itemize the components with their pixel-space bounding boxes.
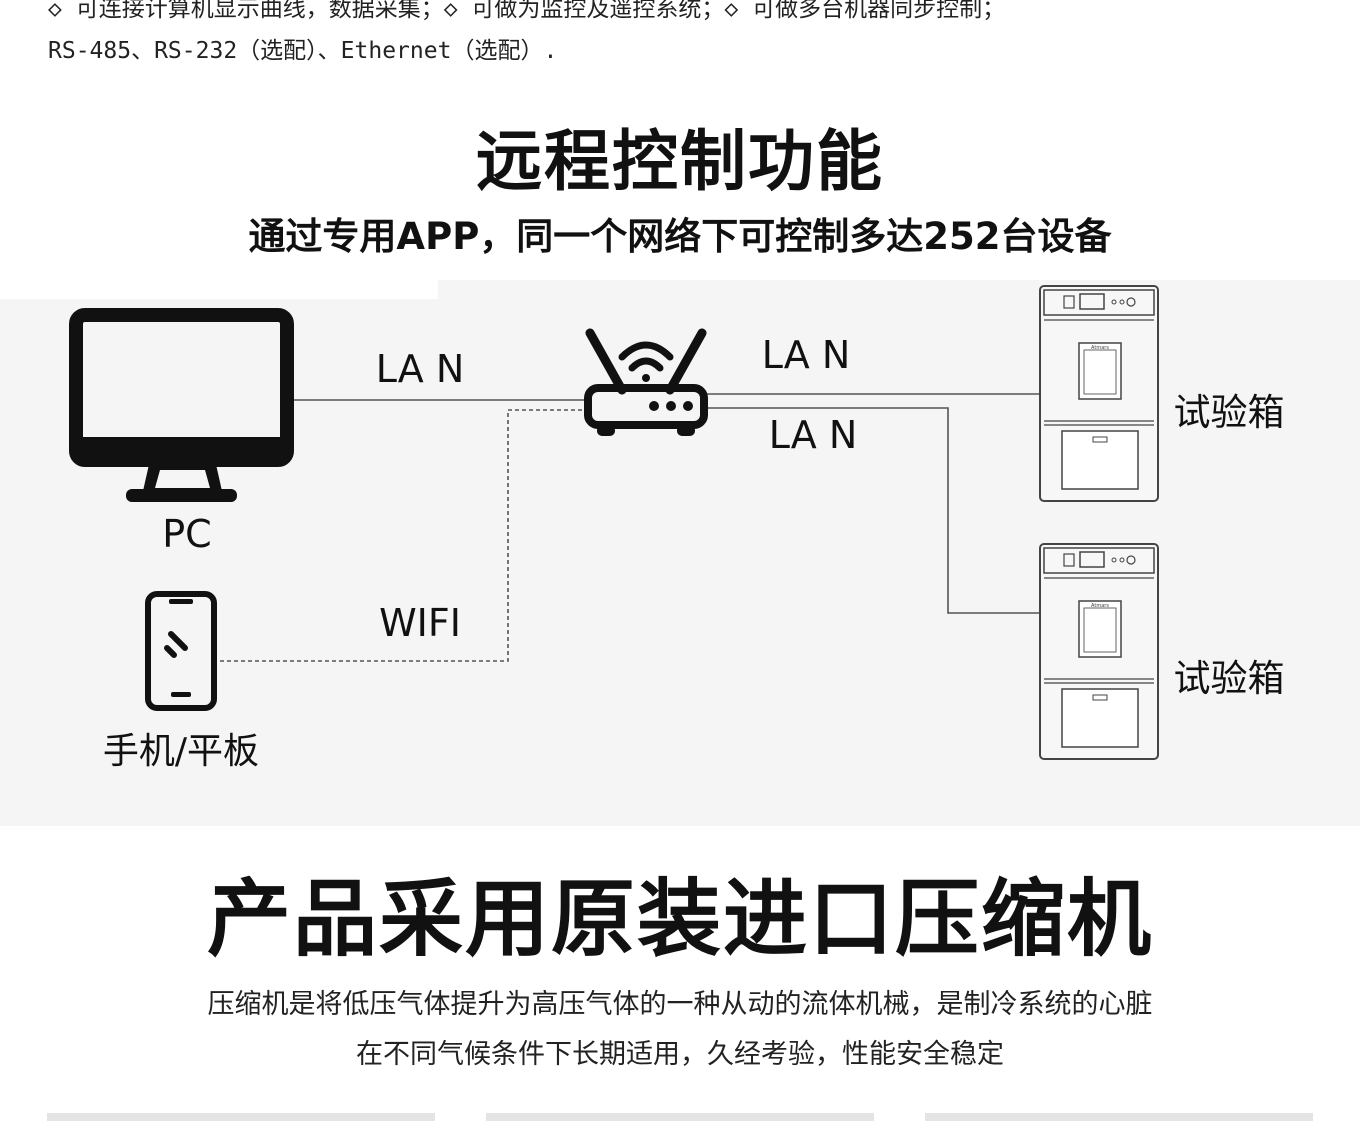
connection-lines <box>220 393 1040 662</box>
chamber-brand-label: Atmars <box>1091 345 1109 351</box>
diagram-corner-notch <box>0 280 438 299</box>
compressor-description-line-1: 压缩机是将低压气体提升为高压气体的一种从动的流体机械，是制冷系统的心脏 <box>207 989 1153 1020</box>
router-icon <box>584 328 708 436</box>
compressor-description-line-2: 在不同气候条件下长期适用，久经考验，性能安全稳定 <box>356 1039 1004 1070</box>
lan-pc-label: LA N <box>376 347 465 391</box>
intro-text: ◇ 可连接计算机显示曲线，数据采集；◇ 可做为监控及遥控系统；◇ 可做多台机器同… <box>48 0 1338 72</box>
bottom-divider-2 <box>486 1113 874 1121</box>
bottom-divider-3 <box>925 1113 1313 1121</box>
lan-lower-label: LA N <box>769 413 858 457</box>
lan-line-chamber-2 <box>706 407 1040 614</box>
chamber-1-label: 试验箱 <box>1174 391 1285 434</box>
test-chamber-icon: Atmars <box>1039 543 1159 760</box>
wifi-label: WIFI <box>379 601 461 645</box>
wifi-dashed-line <box>220 409 588 662</box>
monitor-icon <box>69 308 294 502</box>
remote-control-title: 远程控制功能 <box>476 123 884 200</box>
intro-line-1: ◇ 可连接计算机显示曲线，数据采集；◇ 可做为监控及遥控系统；◇ 可做多台机器同… <box>48 0 1006 22</box>
compressor-title: 产品采用原装进口压缩机 <box>206 870 1153 968</box>
phone-icon <box>145 591 217 711</box>
intro-line-2: RS-485、RS-232（选配）、Ethernet（选配）. <box>48 38 558 64</box>
pc-label: PC <box>162 512 211 556</box>
chamber-2-label: 试验箱 <box>1174 657 1285 700</box>
chamber-brand-label: Atmars <box>1091 603 1109 609</box>
remote-control-subtitle: 通过专用APP，同一个网络下可控制多达252台设备 <box>248 215 1112 258</box>
lan-upper-label: LA N <box>762 333 851 377</box>
mobile-label: 手机/平板 <box>103 731 259 772</box>
bottom-divider-1 <box>47 1113 435 1121</box>
test-chamber-icon: Atmars <box>1039 285 1159 502</box>
